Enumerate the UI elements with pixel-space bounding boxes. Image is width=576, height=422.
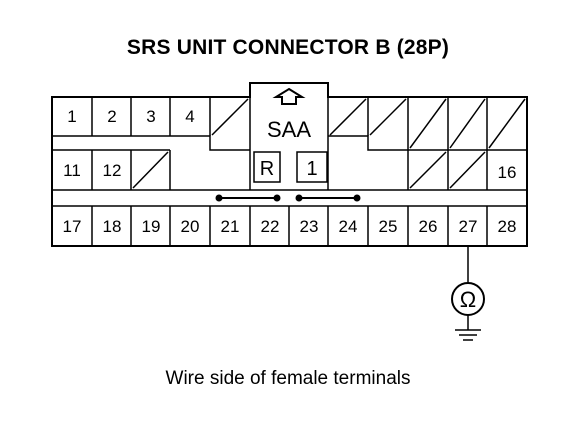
pin-28-label: 28 xyxy=(498,217,517,236)
pin-1-label: 1 xyxy=(67,107,76,126)
key-box-r-label: R xyxy=(260,158,274,180)
pin-11-label: 11 xyxy=(63,161,81,180)
pin-18-label: 18 xyxy=(103,217,122,236)
row2-cells xyxy=(52,149,488,190)
key-box-r xyxy=(253,151,281,183)
pin-26-label: 26 xyxy=(419,217,438,236)
pin-23-label: 23 xyxy=(300,217,319,236)
ohmmeter-icon: Ω xyxy=(451,282,485,316)
pin-12-label: 12 xyxy=(103,161,122,180)
diagram-caption: Wire side of female terminals xyxy=(165,368,411,389)
key-label: SAA xyxy=(267,117,311,142)
pin-24-label: 24 xyxy=(339,217,358,236)
pin-3-label: 3 xyxy=(146,107,155,126)
row3-cells xyxy=(91,206,488,246)
pin-27-label: 27 xyxy=(459,217,478,236)
pin-2-label: 2 xyxy=(107,107,116,126)
jumper-23-24 xyxy=(295,194,361,202)
connector-structure-lines xyxy=(52,97,527,207)
pin-16-label: 16 xyxy=(498,163,517,182)
pin-22-label: 22 xyxy=(261,217,280,236)
pin-21-label: 21 xyxy=(221,217,240,236)
pin-4-label: 4 xyxy=(185,107,194,126)
key-box-1 xyxy=(296,151,328,183)
ohm-symbol: Ω xyxy=(460,287,476,312)
ground-icon xyxy=(455,315,481,341)
jumper-21-22 xyxy=(215,194,281,202)
diagram-title: SRS UNIT CONNECTOR B (28P) xyxy=(126,36,450,59)
pin-17-label: 17 xyxy=(63,217,82,236)
key-box-1-label: 1 xyxy=(306,158,317,180)
pin-19-label: 19 xyxy=(142,217,161,236)
pin-20-label: 20 xyxy=(181,217,200,236)
keyway-arrow-icon xyxy=(272,87,306,105)
pin-25-label: 25 xyxy=(379,217,398,236)
row1-cells xyxy=(91,97,526,150)
